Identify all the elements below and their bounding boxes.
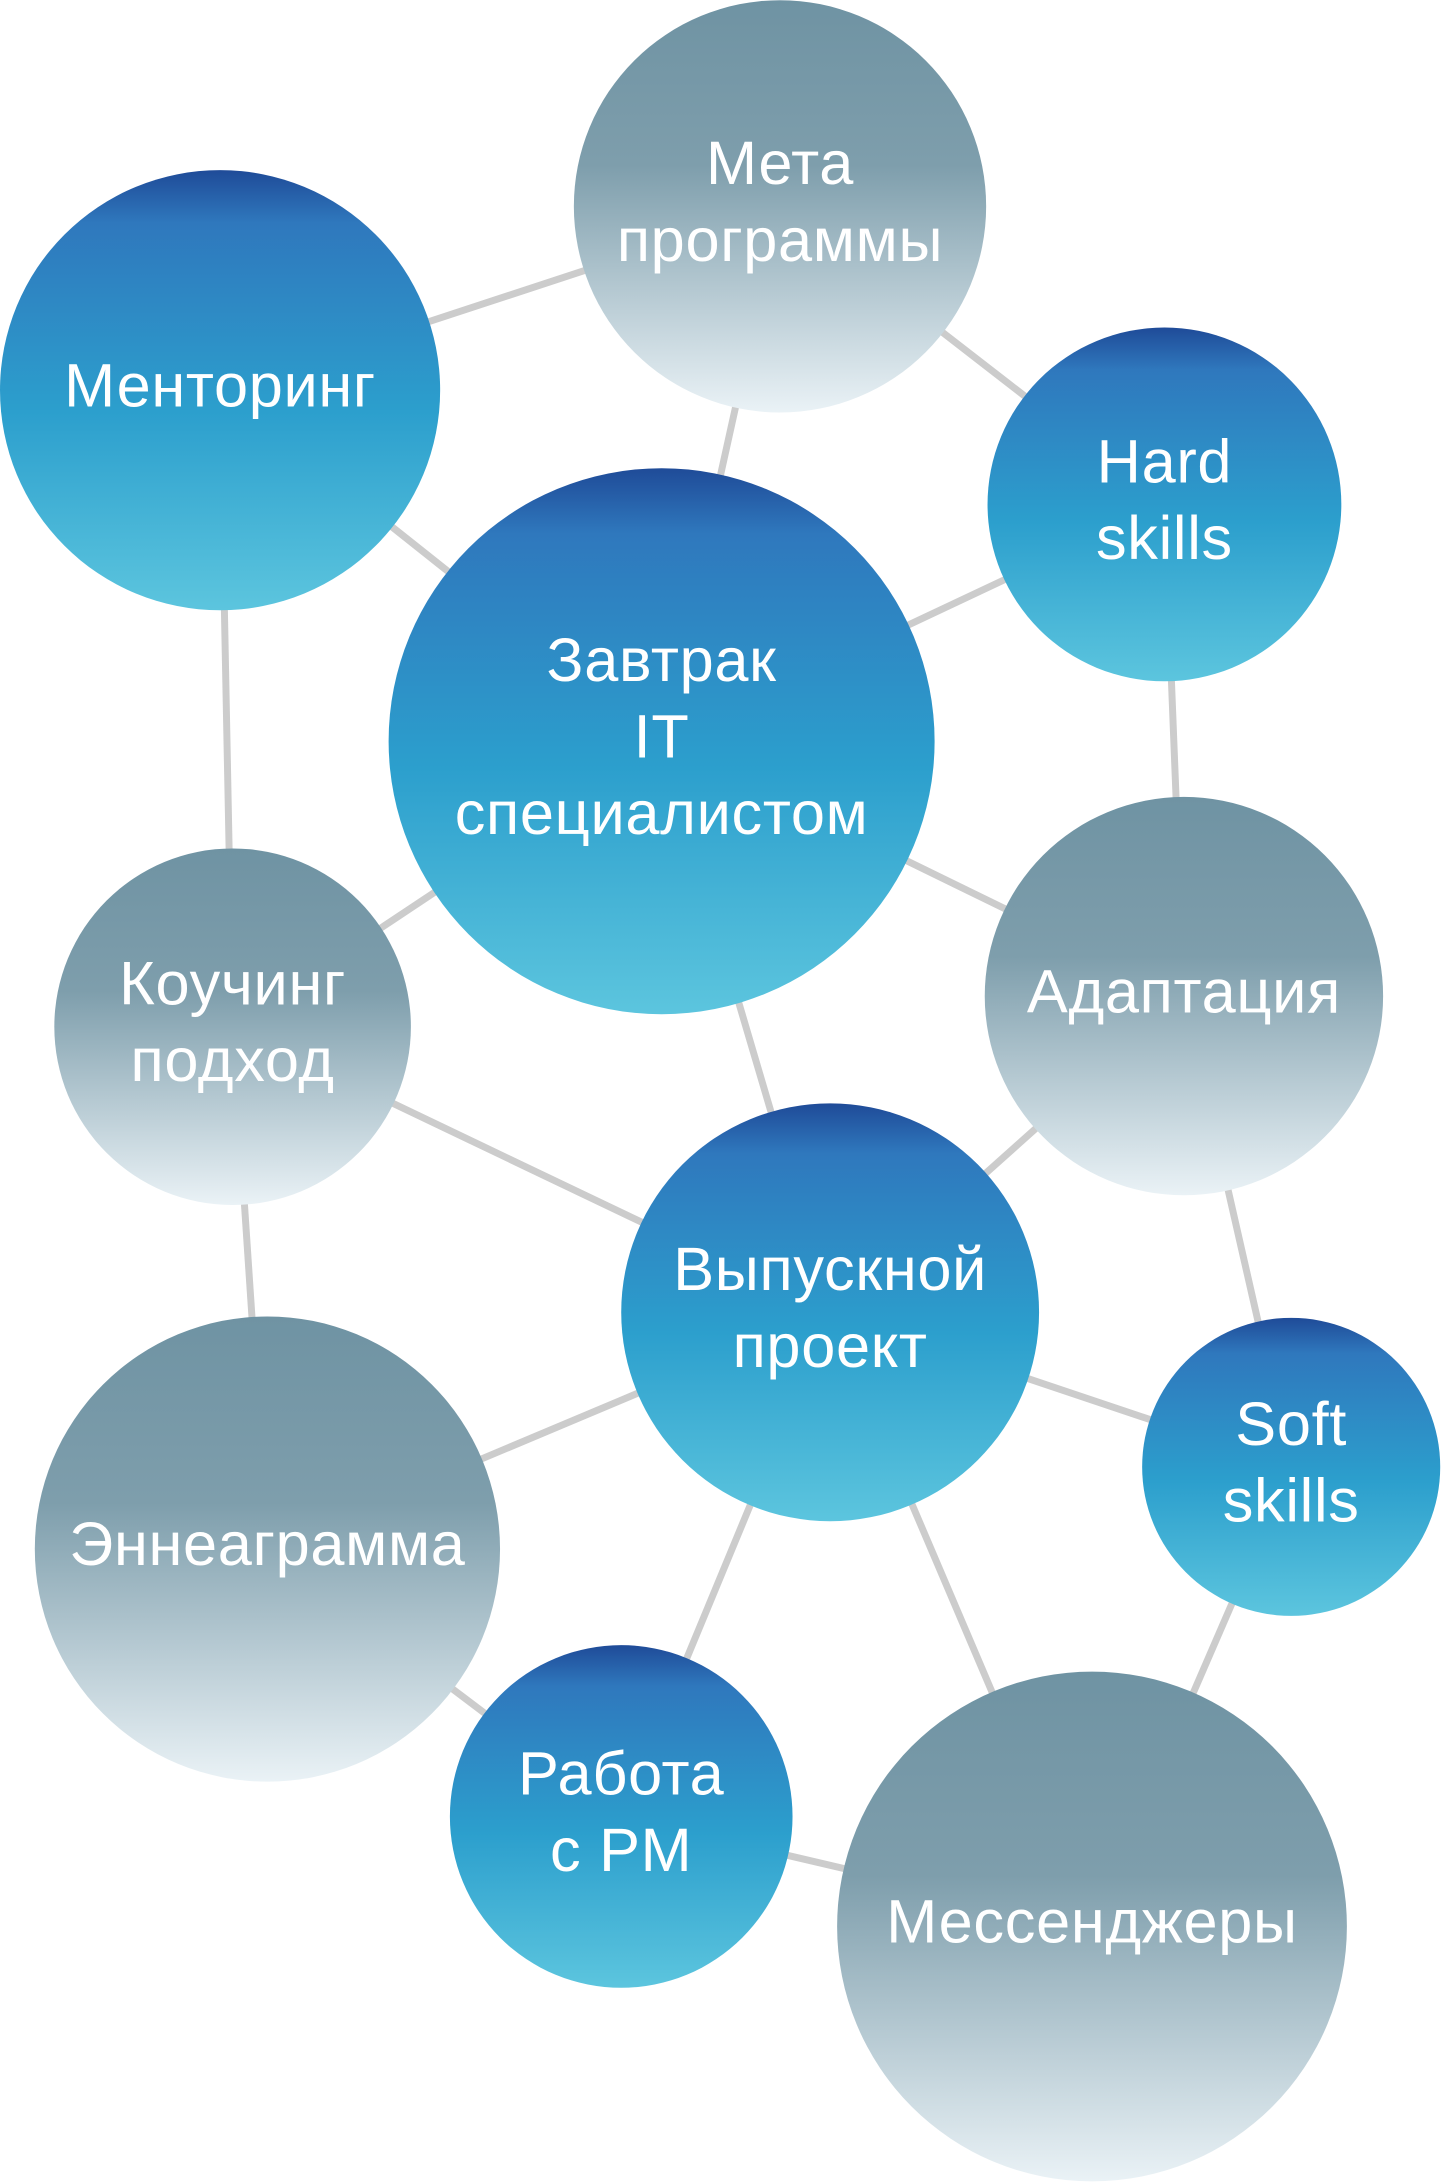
node-pm: Работа с PM <box>449 1645 793 1988</box>
node-circle <box>573 0 987 413</box>
node-label: Адаптация <box>1027 957 1341 1025</box>
node-enneagram: Эннеаграмма <box>34 1316 501 1782</box>
node-label: IT <box>634 702 690 770</box>
node-label: программы <box>617 206 943 274</box>
node-circle <box>837 1671 1347 2182</box>
node-label: Менторинг <box>64 351 376 419</box>
node-coaching: Коучинг подход <box>54 848 411 1206</box>
node-label: Завтрак <box>547 626 778 694</box>
node-label: skills <box>1096 504 1233 572</box>
node-label: Выпускной <box>673 1235 987 1303</box>
node-label: специалистом <box>455 779 869 847</box>
node-circle <box>449 1645 793 1988</box>
node-circle <box>0 170 441 611</box>
node-soft: Soft skills <box>1142 1317 1441 1616</box>
node-messengers: Мессенджеры <box>837 1671 1347 2182</box>
node-circle <box>984 796 1384 1196</box>
node-label: Hard <box>1097 427 1233 495</box>
node-label: Коучинг <box>119 950 346 1018</box>
node-circle <box>54 848 411 1206</box>
node-label: Эннеаграмма <box>69 1510 466 1578</box>
node-graduation: Выпускной проект <box>621 1103 1040 1522</box>
node-circle <box>34 1316 501 1782</box>
node-hard: Hard skills <box>987 327 1342 682</box>
node-circle <box>388 468 935 1015</box>
node-circle <box>1142 1317 1441 1616</box>
node-label: Работа <box>518 1739 725 1807</box>
node-label: подход <box>130 1026 334 1094</box>
node-label: проект <box>733 1312 928 1380</box>
node-adaptation: Адаптация <box>984 796 1384 1196</box>
node-label: с PM <box>550 1816 692 1884</box>
node-label: Soft <box>1235 1390 1347 1458</box>
node-label: Мета <box>706 129 854 197</box>
node-circle <box>987 327 1342 682</box>
node-label: skills <box>1223 1466 1360 1534</box>
node-mentoring: Менторинг <box>0 170 441 611</box>
node-label: Мессенджеры <box>886 1888 1298 1956</box>
node-circle <box>621 1103 1040 1522</box>
node-meta: Мета программы <box>573 0 987 413</box>
